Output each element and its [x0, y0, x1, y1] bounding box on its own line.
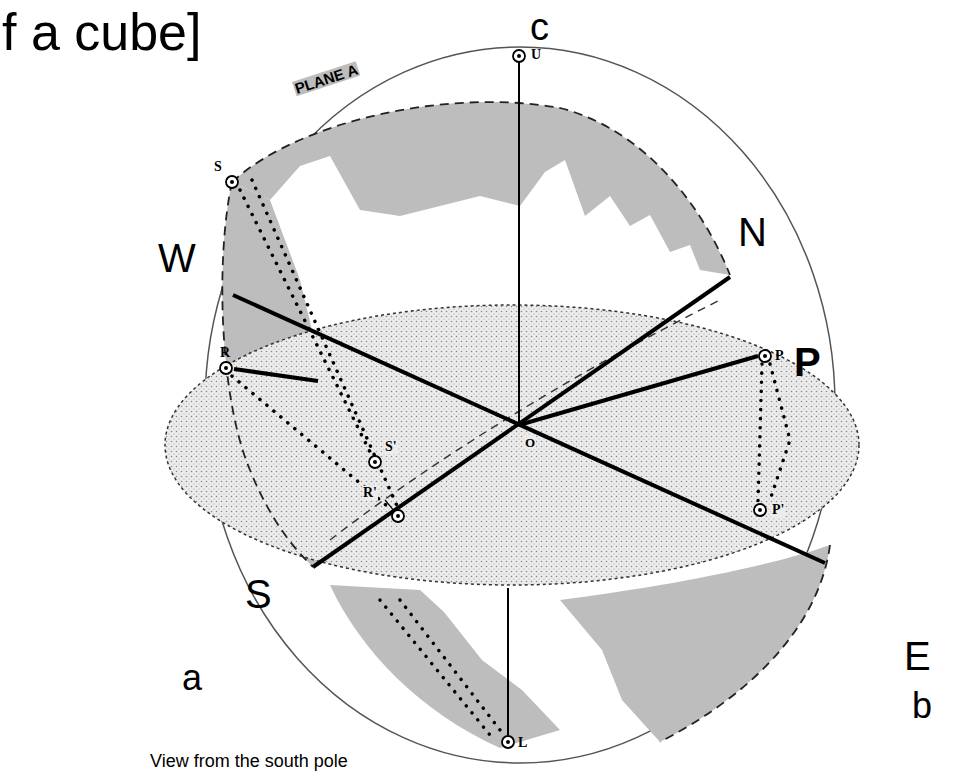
- compass-letter: W: [158, 238, 196, 278]
- point-label: S': [384, 440, 398, 454]
- horizontal-plane: [165, 305, 859, 585]
- compass-letter: N: [738, 212, 767, 252]
- point-markers: [220, 50, 771, 748]
- axis-letter: c: [530, 8, 549, 46]
- view-note: View from the south pole: [150, 752, 348, 770]
- pole-line: [519, 356, 758, 425]
- point-centres: [224, 54, 767, 744]
- point-label: R: [220, 346, 230, 360]
- pole-line: [234, 369, 318, 381]
- compass-letter: S: [245, 574, 272, 614]
- projection-dots: [232, 180, 790, 735]
- plane-a-shading: [330, 585, 560, 748]
- origin-label: O: [524, 436, 536, 449]
- north-south-line: [313, 277, 730, 567]
- plane-a-shading: [232, 102, 730, 275]
- vertical-axis: [518, 62, 520, 425]
- point-label: L: [518, 736, 527, 750]
- point-label: U: [531, 48, 541, 62]
- plane-a-trace: [660, 545, 830, 742]
- plane-a-trace: [232, 102, 730, 275]
- slide-title: f a cube]: [2, 6, 201, 58]
- pole-letter: P: [794, 342, 821, 382]
- vertical-axis: [507, 588, 509, 735]
- axis-letter: a: [182, 660, 202, 696]
- west-east-line: [233, 295, 825, 563]
- axis-letter: b: [912, 688, 932, 724]
- compass-letter: E: [904, 636, 931, 676]
- plane-label: PLANE A: [292, 61, 361, 96]
- leader-line: [385, 500, 395, 512]
- point-label: P: [775, 349, 784, 363]
- point-label: R': [362, 486, 378, 500]
- point-label: P': [771, 503, 785, 517]
- point-label: S: [214, 160, 222, 174]
